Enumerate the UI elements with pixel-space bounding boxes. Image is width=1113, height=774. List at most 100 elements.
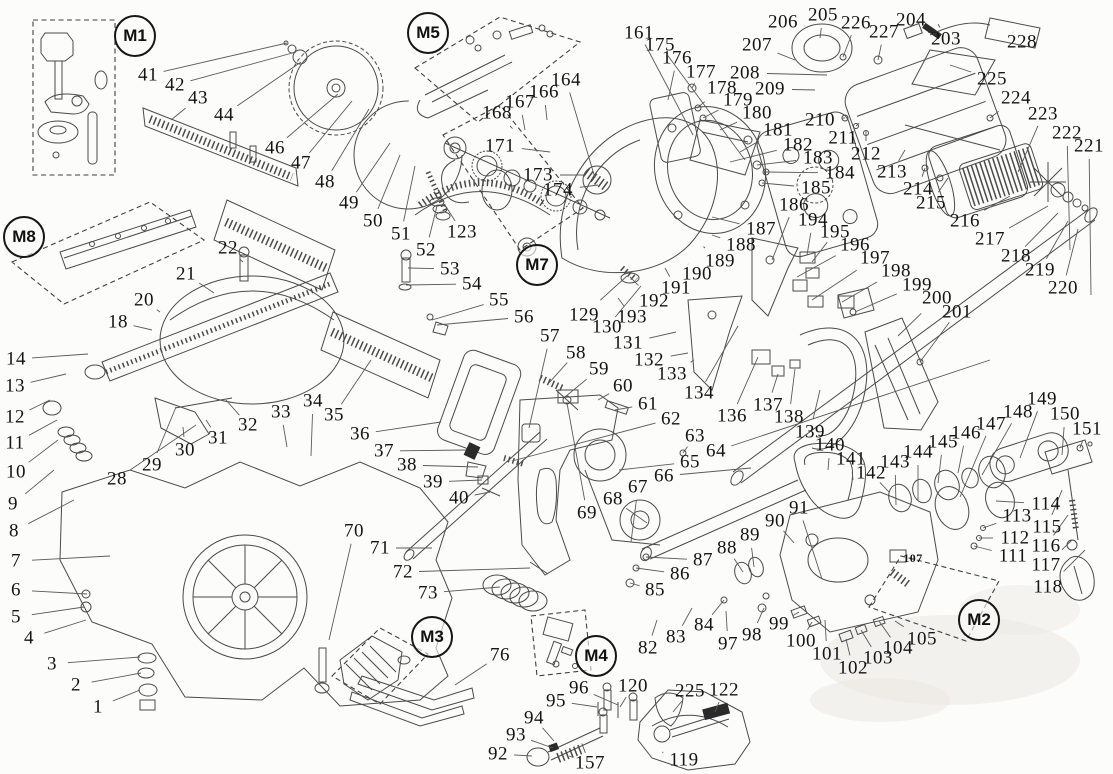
leader-line-31 xyxy=(205,419,212,428)
part-label-199: 199 xyxy=(902,274,932,296)
leader-line-12 xyxy=(29,399,51,411)
leader-line-213 xyxy=(898,149,906,162)
leader-line-38 xyxy=(422,465,479,468)
leader-line-217 xyxy=(1008,205,1049,229)
leader-line-194 xyxy=(806,232,812,256)
module-callout-M5: M5 xyxy=(407,12,449,54)
leader-line-72 xyxy=(418,567,531,572)
part-label-129: 129 xyxy=(569,304,599,326)
leader-line-113 xyxy=(982,522,997,529)
leader-line-92 xyxy=(513,754,533,757)
part-label-185: 185 xyxy=(801,177,831,199)
leader-line-193 xyxy=(617,297,625,307)
saw-blade xyxy=(283,40,463,221)
leader-line-94 xyxy=(542,727,555,742)
part-label-33: 33 xyxy=(271,401,291,423)
part-label-217: 217 xyxy=(975,228,1005,250)
part-label-14: 14 xyxy=(6,348,26,370)
part-label-73: 73 xyxy=(418,582,438,604)
part-label-213: 213 xyxy=(877,161,907,183)
leader-line-196 xyxy=(796,255,836,278)
leader-line-85 xyxy=(629,582,640,587)
part-label-61: 61 xyxy=(638,393,658,415)
part-label-195: 195 xyxy=(820,221,850,243)
part-label-221: 221 xyxy=(1074,135,1104,157)
leader-line-105 xyxy=(894,620,904,628)
leader-line-138 xyxy=(790,368,796,405)
part-label-12: 12 xyxy=(5,406,25,428)
leader-line-184 xyxy=(765,171,819,174)
part-label-63: 63 xyxy=(685,425,705,447)
leader-line-100 xyxy=(807,621,813,630)
part-label-97: 97 xyxy=(718,633,738,655)
part-label-220: 220 xyxy=(1048,277,1078,299)
part-label-161: 161 xyxy=(624,22,654,44)
leader-line-226 xyxy=(842,34,852,58)
leader-line-64 xyxy=(731,359,991,447)
leader-line-59 xyxy=(564,378,587,398)
leader-line-185 xyxy=(761,182,795,187)
part-label-105: 105 xyxy=(907,628,937,650)
part-label-40: 40 xyxy=(449,487,469,509)
part-label-38: 38 xyxy=(397,454,417,476)
leader-line-14 xyxy=(31,353,89,359)
leader-line-91 xyxy=(802,520,823,580)
part-label-90: 90 xyxy=(765,510,785,532)
part-label-120: 120 xyxy=(618,675,648,697)
part-label-2: 2 xyxy=(71,674,81,696)
leader-line-218 xyxy=(1024,212,1059,248)
leader-line-132 xyxy=(670,352,689,357)
part-label-82: 82 xyxy=(638,637,658,659)
part-label-119: 119 xyxy=(669,749,699,771)
part-label-42: 42 xyxy=(165,74,185,96)
part-label-51: 51 xyxy=(391,223,411,245)
part-label-56: 56 xyxy=(514,306,534,328)
part-label-65: 65 xyxy=(680,451,700,473)
part-label-68: 68 xyxy=(603,488,623,510)
leader-line-208 xyxy=(766,73,828,76)
leader-line-61 xyxy=(614,406,633,411)
leader-line-141 xyxy=(851,471,854,481)
module-callout-M3: M3 xyxy=(411,616,453,658)
leader-line-143 xyxy=(894,474,897,506)
leader-line-214 xyxy=(921,167,926,177)
leader-line-205 xyxy=(819,27,822,39)
gear-housing-plate xyxy=(756,111,879,258)
leader-line-39 xyxy=(448,479,483,482)
part-label-50: 50 xyxy=(363,210,383,232)
part-label-210: 210 xyxy=(805,109,835,131)
leader-line-111 xyxy=(973,545,992,551)
leader-line-82 xyxy=(651,619,658,636)
part-label-95: 95 xyxy=(546,690,566,712)
leader-line-21 xyxy=(198,282,215,294)
leader-line-48 xyxy=(331,108,370,172)
part-label-216: 216 xyxy=(950,210,980,232)
part-label-223: 223 xyxy=(1028,103,1058,125)
leader-line-7 xyxy=(31,555,111,561)
part-label-214: 214 xyxy=(903,178,933,200)
leader-line-223 xyxy=(1017,125,1039,173)
part-label-205: 205 xyxy=(808,4,838,26)
part-label-85: 85 xyxy=(645,579,665,601)
part-label-123: 123 xyxy=(447,221,477,243)
leader-line-129 xyxy=(599,275,628,301)
part-label-89: 89 xyxy=(740,524,760,546)
leader-line-145 xyxy=(937,454,942,484)
leader-line-191 xyxy=(664,267,671,277)
leader-line-73 xyxy=(443,586,501,593)
leader-line-53 xyxy=(407,267,435,270)
leader-line-51 xyxy=(403,165,416,222)
part-label-98: 98 xyxy=(742,624,762,646)
leader-line-167 xyxy=(521,114,526,131)
leader-line-166 xyxy=(544,104,548,121)
part-label-201: 201 xyxy=(942,301,972,323)
leader-line-157 xyxy=(568,755,573,758)
part-label-7: 7 xyxy=(11,550,21,572)
part-label-145: 145 xyxy=(928,431,958,453)
leader-line-60 xyxy=(597,393,610,401)
part-label-94: 94 xyxy=(524,707,544,729)
part-label-178: 178 xyxy=(707,77,737,99)
part-label-114: 114 xyxy=(1031,493,1061,515)
part-label-62: 62 xyxy=(661,408,681,430)
part-label-132: 132 xyxy=(634,349,664,371)
